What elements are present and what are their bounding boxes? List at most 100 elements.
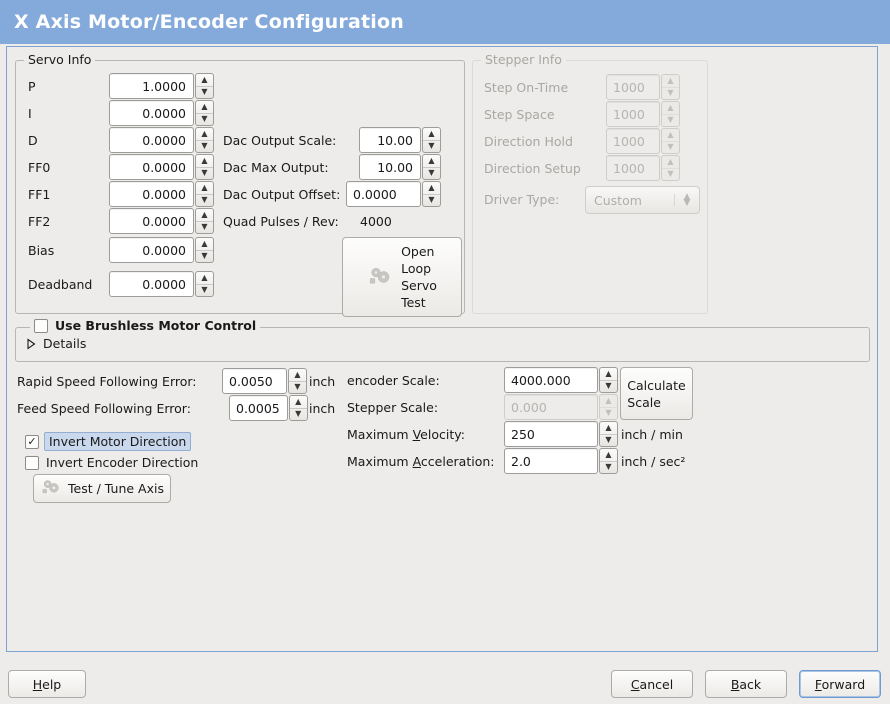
- direction-hold-spin[interactable]: 1000 ▲▼: [606, 128, 680, 154]
- spinner-up-icon[interactable]: ▲: [600, 368, 617, 381]
- encoder-scale-spin[interactable]: 4000.000 ▲▼: [504, 367, 618, 393]
- spinner-up-icon[interactable]: ▲: [423, 155, 440, 168]
- step-on-time-value[interactable]: 1000: [606, 74, 660, 100]
- dac-output-scale-stepper[interactable]: ▲▼: [422, 127, 441, 153]
- direction-setup-spin[interactable]: 1000 ▲▼: [606, 155, 680, 181]
- maximum-velocity-stepper[interactable]: ▲▼: [599, 421, 618, 447]
- step-space-stepper[interactable]: ▲▼: [661, 101, 680, 127]
- checkbox-box-icon[interactable]: [34, 318, 48, 333]
- step-space-spin[interactable]: 1000 ▲▼: [606, 101, 680, 127]
- servo-spin-bias-value[interactable]: 0.0000: [109, 237, 194, 263]
- spinner-up-icon[interactable]: ▲: [196, 101, 213, 114]
- feed-following-error-spin[interactable]: 0.0005 ▲▼: [229, 395, 308, 421]
- servo-spin-ff0-value[interactable]: 0.0000: [109, 154, 194, 180]
- spinner-up-icon[interactable]: ▲: [196, 74, 213, 87]
- servo-spin-ff1[interactable]: 0.0000 ▲▼: [109, 181, 214, 207]
- maximum-acceleration-value[interactable]: 2.0: [504, 448, 598, 474]
- spinner-down-icon[interactable]: ▼: [201, 87, 208, 97]
- servo-spin-ff0[interactable]: 0.0000 ▲▼: [109, 154, 214, 180]
- spinner-up-icon[interactable]: ▲: [600, 422, 617, 435]
- spinner-up-icon[interactable]: ▲: [196, 272, 213, 285]
- servo-spin-deadband-stepper[interactable]: ▲▼: [195, 271, 214, 297]
- encoder-scale-value[interactable]: 4000.000: [504, 367, 598, 393]
- spinner-down-icon[interactable]: ▼: [667, 88, 674, 98]
- servo-spin-i[interactable]: 0.0000 ▲▼: [109, 100, 214, 126]
- encoder-scale-stepper[interactable]: ▲▼: [599, 367, 618, 393]
- servo-spin-ff0-stepper[interactable]: ▲▼: [195, 154, 214, 180]
- dac-output-scale-spin[interactable]: 10.00 ▲▼: [359, 127, 441, 153]
- spinner-down-icon[interactable]: ▼: [201, 222, 208, 232]
- spinner-down-icon[interactable]: ▼: [201, 285, 208, 295]
- spinner-down-icon[interactable]: ▼: [201, 195, 208, 205]
- spinner-down-icon[interactable]: ▼: [667, 115, 674, 125]
- spinner-up-icon[interactable]: ▲: [600, 449, 617, 462]
- dac-max-output-spin[interactable]: 10.00 ▲▼: [359, 154, 441, 180]
- servo-spin-ff2-value[interactable]: 0.0000: [109, 208, 194, 234]
- back-button[interactable]: Back: [705, 670, 787, 698]
- combo-arrow-icon[interactable]: ▲▼: [674, 192, 699, 208]
- invert-motor-direction-checkbox[interactable]: ✓ Invert Motor Direction: [25, 432, 192, 451]
- servo-spin-ff1-stepper[interactable]: ▲▼: [195, 181, 214, 207]
- details-expander[interactable]: Details: [26, 336, 86, 351]
- servo-spin-d-stepper[interactable]: ▲▼: [195, 127, 214, 153]
- spinner-up-icon[interactable]: ▲: [289, 396, 307, 409]
- dac-output-offset-stepper[interactable]: ▲▼: [422, 181, 441, 207]
- rapid-following-error-spin[interactable]: 0.0050 ▲▼: [222, 368, 307, 394]
- servo-spin-i-value[interactable]: 0.0000: [109, 100, 194, 126]
- spinner-up-icon[interactable]: ▲: [662, 75, 679, 88]
- step-on-time-spin[interactable]: 1000 ▲▼: [606, 74, 680, 100]
- stepper-scale-stepper[interactable]: ▲▼: [599, 394, 618, 420]
- spinner-up-icon[interactable]: ▲: [196, 238, 213, 251]
- calculate-scale-button[interactable]: Calculate Scale: [620, 367, 693, 420]
- spinner-up-icon[interactable]: ▲: [662, 129, 679, 142]
- direction-hold-stepper[interactable]: ▲▼: [661, 128, 680, 154]
- servo-spin-ff1-value[interactable]: 0.0000: [109, 181, 194, 207]
- servo-spin-d-value[interactable]: 0.0000: [109, 127, 194, 153]
- spinner-down-icon[interactable]: ▼: [605, 408, 612, 418]
- spinner-down-icon[interactable]: ▼: [428, 168, 435, 178]
- checkbox-checked-icon[interactable]: ✓: [25, 434, 39, 449]
- spinner-down-icon[interactable]: ▼: [605, 381, 612, 391]
- cancel-button[interactable]: Cancel: [611, 670, 693, 698]
- stepper-scale-spin[interactable]: 0.000 ▲▼: [504, 394, 618, 420]
- dac-output-offset-spin[interactable]: 0.0000 ▲▼: [346, 181, 441, 207]
- spinner-up-icon[interactable]: ▲: [196, 182, 213, 195]
- rapid-following-error-stepper[interactable]: ▲▼: [288, 368, 307, 394]
- spinner-down-icon[interactable]: ▼: [428, 195, 435, 205]
- direction-setup-value[interactable]: 1000: [606, 155, 660, 181]
- open-loop-servo-test-button[interactable]: Open Loop Servo Test: [342, 237, 462, 317]
- maximum-velocity-value[interactable]: 250: [504, 421, 598, 447]
- spinner-down-icon[interactable]: ▼: [605, 435, 612, 445]
- spinner-up-icon[interactable]: ▲: [423, 128, 440, 141]
- spinner-up-icon[interactable]: ▲: [662, 102, 679, 115]
- spinner-down-icon[interactable]: ▼: [667, 142, 674, 152]
- stepper-scale-value[interactable]: 0.000: [504, 394, 598, 420]
- feed-following-error-value[interactable]: 0.0005: [229, 395, 288, 421]
- spinner-down-icon[interactable]: ▼: [201, 168, 208, 178]
- servo-spin-p-value[interactable]: 1.0000: [109, 73, 194, 99]
- servo-spin-p-stepper[interactable]: ▲▼: [195, 73, 214, 99]
- spinner-down-icon[interactable]: ▼: [428, 141, 435, 151]
- direction-hold-value[interactable]: 1000: [606, 128, 660, 154]
- servo-spin-deadband-value[interactable]: 0.0000: [109, 271, 194, 297]
- checkbox-box-icon[interactable]: [25, 455, 39, 470]
- spinner-up-icon[interactable]: ▲: [196, 209, 213, 222]
- direction-setup-stepper[interactable]: ▲▼: [661, 155, 680, 181]
- spinner-down-icon[interactable]: ▼: [294, 382, 301, 392]
- dac-output-offset-value[interactable]: 0.0000: [346, 181, 421, 207]
- spinner-down-icon[interactable]: ▼: [295, 409, 302, 419]
- dac-max-output-value[interactable]: 10.00: [359, 154, 421, 180]
- spinner-down-icon[interactable]: ▼: [201, 141, 208, 151]
- spinner-up-icon[interactable]: ▲: [662, 156, 679, 169]
- servo-spin-deadband[interactable]: 0.0000 ▲▼: [109, 271, 214, 297]
- servo-spin-bias-stepper[interactable]: ▲▼: [195, 237, 214, 263]
- spinner-down-icon[interactable]: ▼: [667, 169, 674, 179]
- help-button[interactable]: Help: [8, 670, 86, 698]
- servo-spin-d[interactable]: 0.0000 ▲▼: [109, 127, 214, 153]
- use-brushless-motor-control-checkbox[interactable]: Use Brushless Motor Control: [30, 318, 261, 333]
- spinner-down-icon[interactable]: ▼: [605, 462, 612, 472]
- spinner-up-icon[interactable]: ▲: [600, 395, 617, 408]
- forward-button[interactable]: Forward: [799, 670, 881, 698]
- spinner-up-icon[interactable]: ▲: [289, 369, 306, 382]
- step-on-time-stepper[interactable]: ▲▼: [661, 74, 680, 100]
